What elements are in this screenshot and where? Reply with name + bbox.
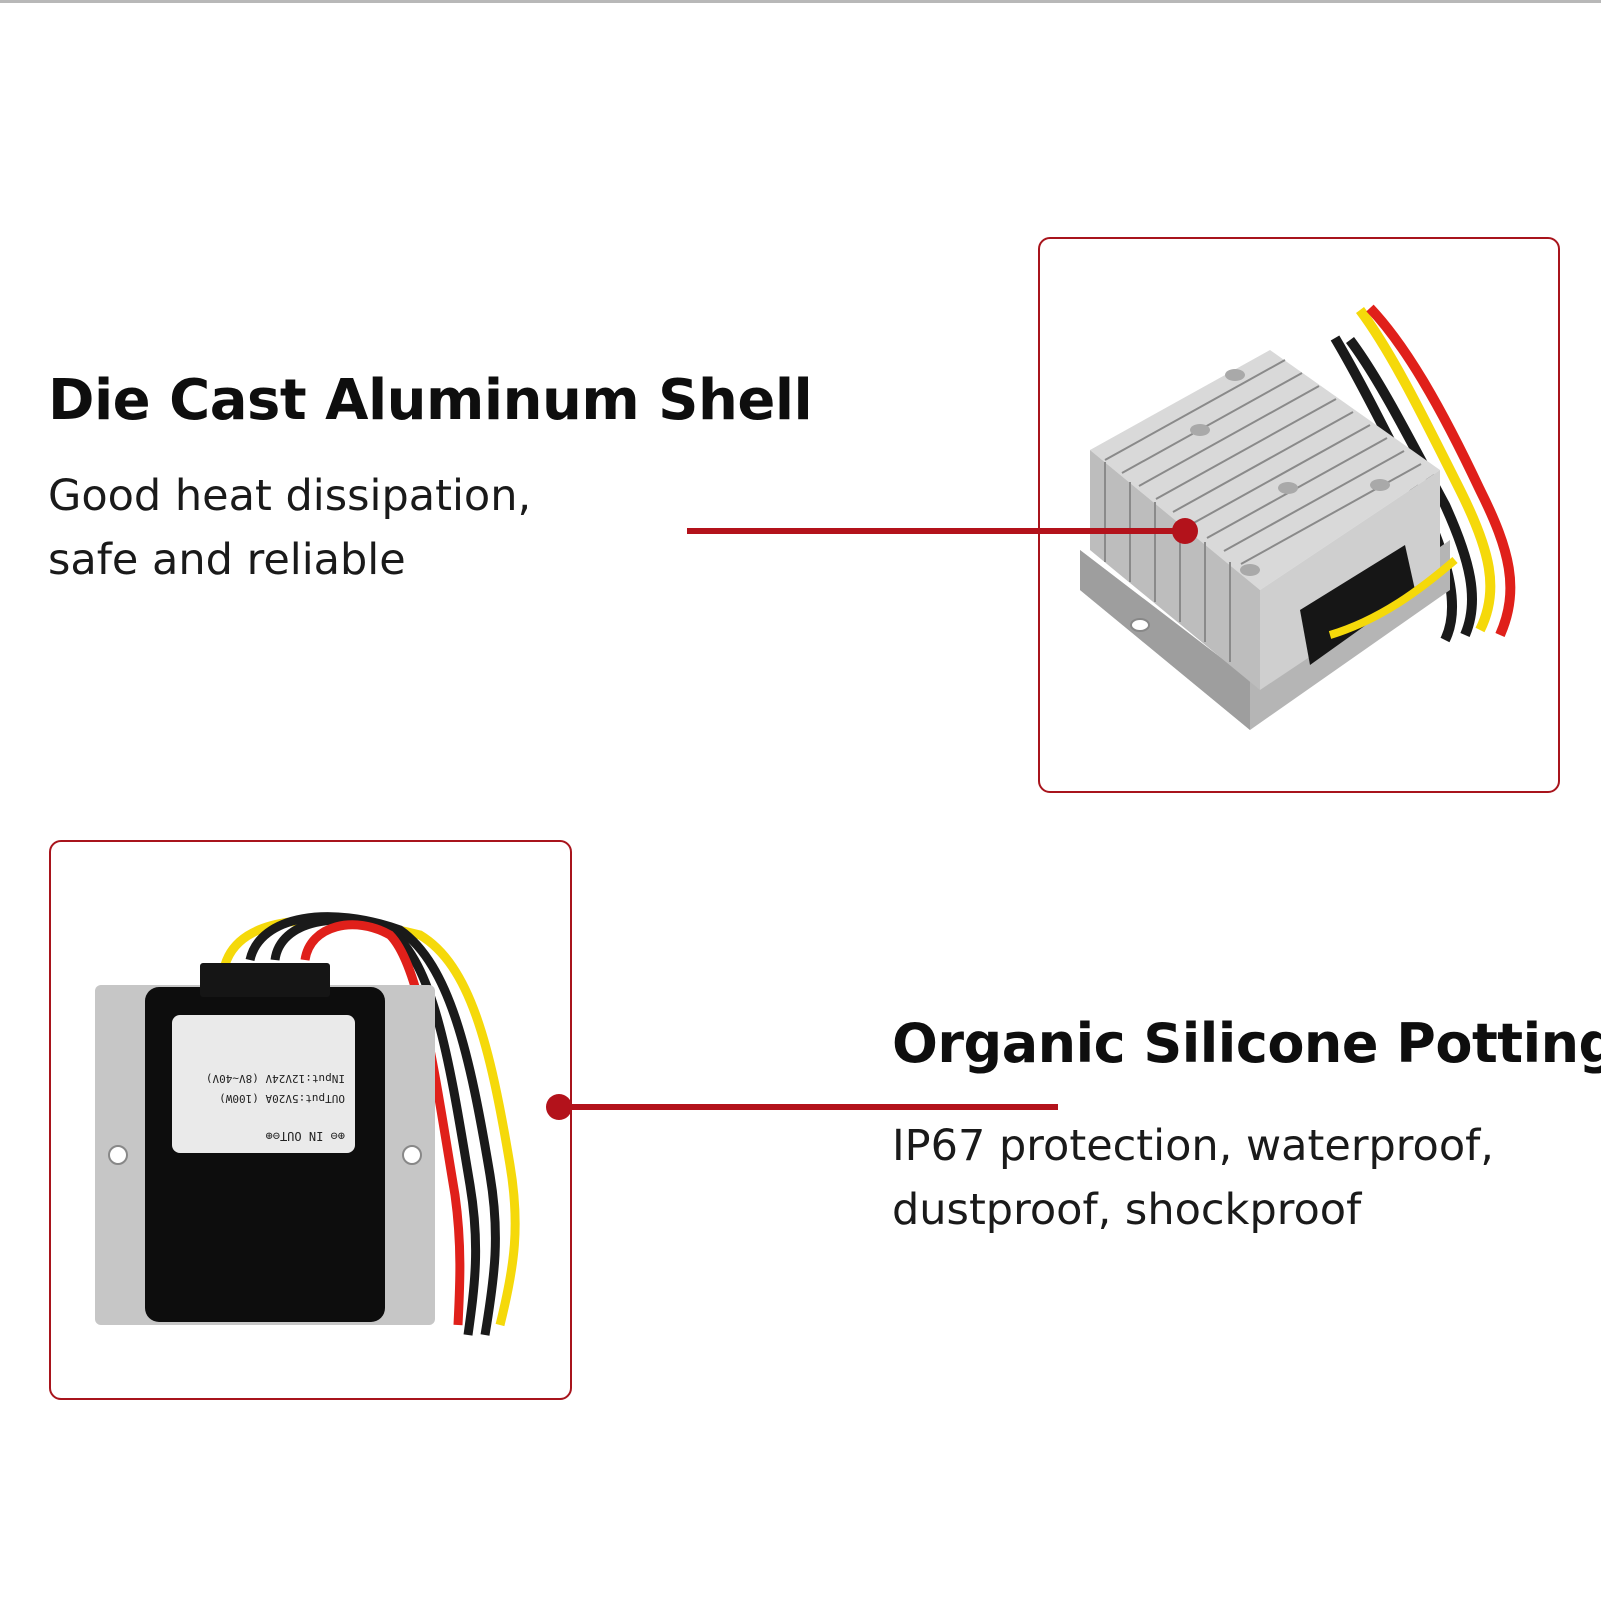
spec-label-input: INput:12V24V (8V~40V) [205, 1072, 345, 1085]
spec-label-output: OUTput:5V20A (100W) [219, 1092, 345, 1105]
connector-dot-bottom [546, 1094, 572, 1120]
feature-description-line: dustproof, shockproof [892, 1185, 1362, 1235]
feature-description-line: Good heat dissipation, [48, 471, 532, 521]
spec-label-terminals: ⊕⊖ IN OUT⊖⊕ [265, 1129, 345, 1143]
feature-description-line: safe and reliable [48, 535, 406, 585]
connector-dot-top [1172, 518, 1198, 544]
connector-line-bottom [560, 1104, 1058, 1110]
connector-line-top [687, 528, 1185, 534]
heatsink-converter-image [1080, 304, 1516, 730]
spec-label: ⊕⊖ IN OUT⊖⊕ OUTput:5V20A (100W) INput:12… [172, 1015, 355, 1153]
feature-title-aluminum-shell: Die Cast Aluminum Shell [48, 368, 813, 433]
feature-description-aluminum-shell: Good heat dissipation, safe and reliable [48, 464, 531, 592]
top-rule [0, 0, 1601, 3]
feature-title-silicone-potting: Organic Silicone Potting [892, 1012, 1601, 1075]
feature-description-silicone-potting: IP67 protection, waterproof, dustproof, … [892, 1114, 1494, 1242]
feature-description-line: IP67 protection, waterproof, [892, 1121, 1494, 1171]
